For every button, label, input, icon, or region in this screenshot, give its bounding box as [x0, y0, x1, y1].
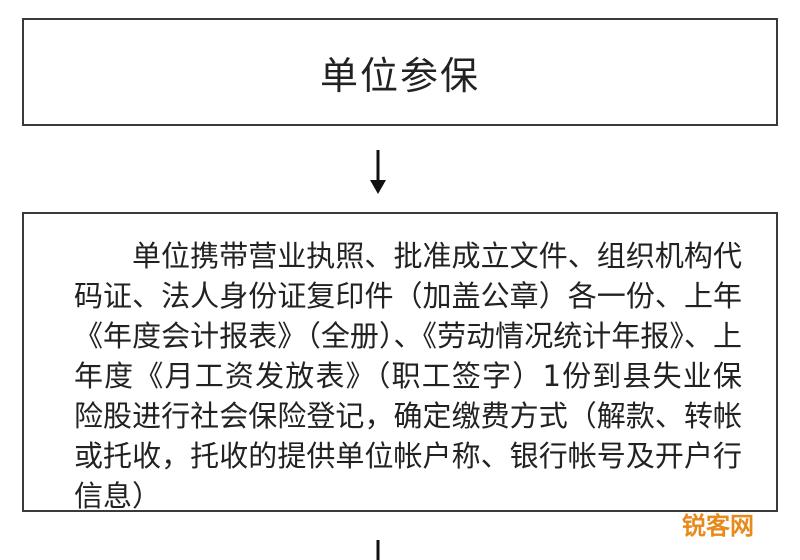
- step-title: 单位参保: [319, 53, 480, 98]
- down-arrow-icon: [370, 150, 386, 194]
- watermark-logo: 锐客网: [682, 512, 754, 540]
- step-description: 单位携带营业执照、批准成立文件、组织机构代码证、法人身份证复印件（加盖公章）各一…: [74, 239, 742, 512]
- down-arrow-icon: [376, 540, 380, 560]
- step-box-registration-details: 单位携带营业执照、批准成立文件、组织机构代码证、法人身份证复印件（加盖公章）各一…: [22, 212, 778, 512]
- step-box-unit-enrollment: 单位参保: [22, 18, 778, 126]
